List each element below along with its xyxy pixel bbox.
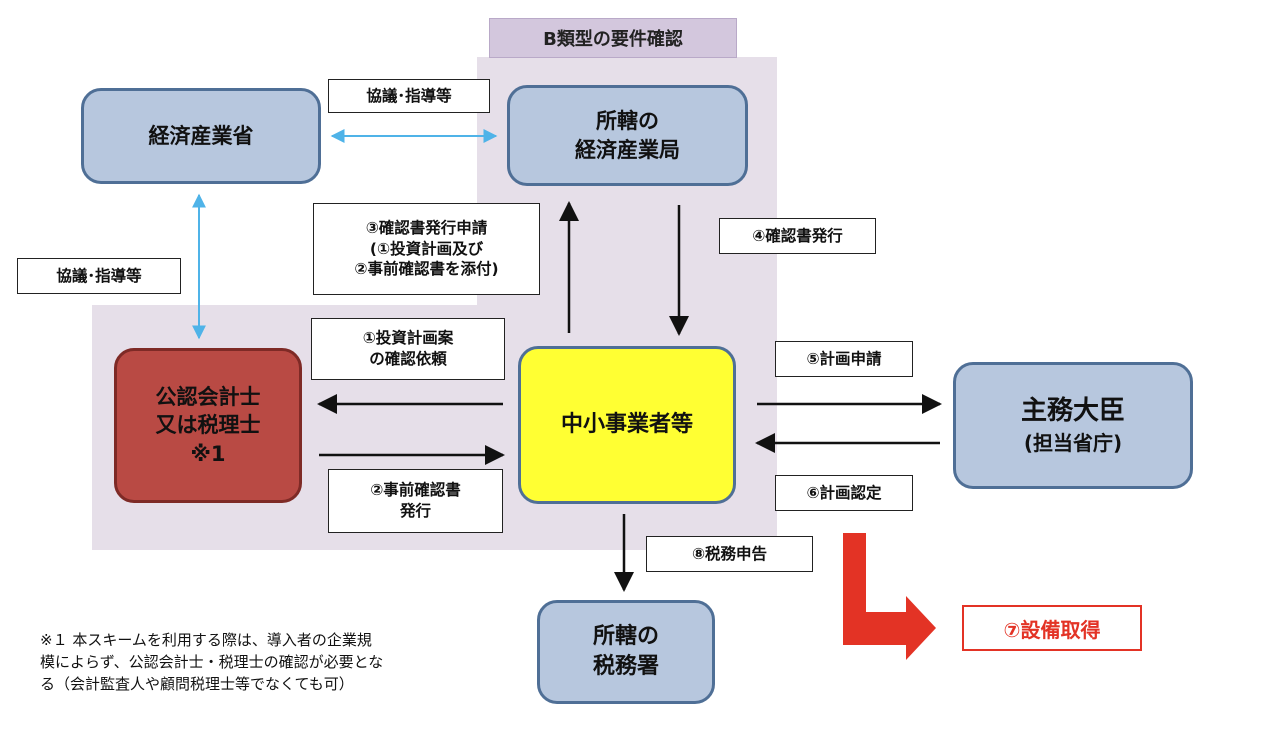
- node-meti: 経済産業省: [81, 88, 321, 184]
- label-consult-top: 協議･指導等: [328, 79, 490, 113]
- label-step8-text: ⑧税務申告: [691, 544, 768, 563]
- node-sme: 中小事業者等: [518, 346, 736, 504]
- label-step3-line2: (①投資計画及び: [369, 239, 484, 258]
- label-step4: ④確認書発行: [719, 218, 876, 254]
- node-minister-line1: 主務大臣: [1020, 396, 1125, 427]
- footnote-line3: る（会計監査人や顧問税理士等でなくても可）: [40, 674, 354, 693]
- label-step3: ③確認書発行申請 (①投資計画及び ②事前確認書を添付): [313, 203, 540, 295]
- node-accountant-line3: ※1: [190, 441, 226, 466]
- label-consult-top-text: 協議･指導等: [366, 86, 452, 105]
- node-accountant-line1: 公認会計士: [155, 384, 261, 409]
- label-consult-left-text: 協議･指導等: [56, 266, 142, 285]
- node-regional-bureau: 所轄の 経済産業局: [507, 85, 748, 186]
- node-tax-office-line1: 所轄の: [592, 624, 659, 650]
- label-consult-left: 協議･指導等: [17, 258, 181, 294]
- node-regional-bureau-line1: 所轄の: [596, 109, 659, 134]
- node-tax-office: 所轄の 税務署: [537, 600, 715, 704]
- label-step2-line1: ②事前確認書: [370, 481, 461, 500]
- step7-box: ⑦設備取得: [962, 605, 1142, 651]
- node-regional-bureau-line2: 経済産業局: [575, 137, 680, 162]
- region-title: B類型の要件確認: [489, 18, 737, 58]
- node-minister: 主務大臣 (担当省庁): [953, 362, 1193, 489]
- footnote-line1: ※１ 本スキームを利用する際は、導入者の企業規: [40, 631, 372, 649]
- node-tax-office-line2: 税務署: [592, 654, 659, 679]
- label-step3-line1: ③確認書発行申請: [365, 218, 488, 237]
- label-step5-text: ⑤計画申請: [806, 349, 882, 368]
- footnote-line2: 模によらず、公認会計士・税理士の確認が必要とな: [40, 652, 384, 671]
- label-step1: ①投資計画案 の確認依頼: [311, 318, 505, 380]
- label-step4-text: ④確認書発行: [752, 226, 843, 245]
- label-step5: ⑤計画申請: [775, 341, 913, 377]
- label-step6: ⑥計画認定: [775, 475, 913, 511]
- arrow-step7: [843, 533, 936, 660]
- node-sme-label: 中小事業者等: [560, 412, 693, 438]
- node-accountant: 公認会計士 又は税理士 ※1: [114, 348, 302, 503]
- label-step8: ⑧税務申告: [646, 536, 813, 572]
- node-accountant-line2: 又は税理士: [155, 413, 261, 438]
- label-step6-text: ⑥計画認定: [806, 483, 882, 502]
- label-step2-line2: 発行: [399, 502, 431, 520]
- label-step3-line3: ②事前確認書を添付): [354, 260, 499, 279]
- node-meti-label: 経済産業省: [148, 123, 254, 148]
- label-step1-line1: ①投資計画案: [362, 329, 454, 348]
- label-step1-line2: の確認依頼: [369, 350, 447, 368]
- footnote: ※１ 本スキームを利用する際は、導入者の企業規 模によらず、公認会計士・税理士の…: [40, 630, 520, 695]
- node-minister-line2: (担当省庁): [1023, 430, 1123, 455]
- step7-label: ⑦設備取得: [1003, 617, 1101, 642]
- label-step2: ②事前確認書 発行: [328, 469, 503, 533]
